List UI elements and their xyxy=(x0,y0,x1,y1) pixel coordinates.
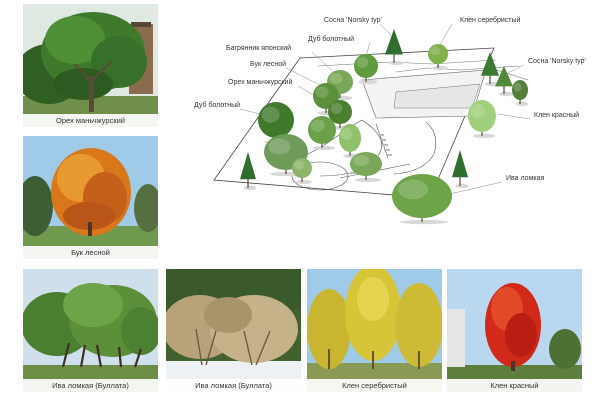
tree-symbol xyxy=(392,174,452,225)
plan-label-pine-1: Сосна 'Norsky typ' xyxy=(324,17,382,24)
tree-symbol xyxy=(240,152,257,191)
photo-card-crack-willow-2: Ива ломкая (Буллата) xyxy=(166,269,301,392)
tree-symbol xyxy=(292,158,312,185)
plan-label-crack-willow: Ива ломкая xyxy=(506,175,544,182)
plan-label-swamp-oak-1: Дуб болотный xyxy=(308,35,354,43)
tree-symbol xyxy=(452,150,469,189)
photo-caption: Ива ломкая (Буллата) xyxy=(166,379,301,392)
plan-labels: Сосна 'Norsky typ' Клен серебристый Дуб … xyxy=(194,16,586,182)
garden-paths xyxy=(291,119,437,191)
photo-card-silver-maple: Клен серебристый xyxy=(307,269,442,392)
tree-symbol xyxy=(328,100,352,131)
photo-caption: Клен серебристый xyxy=(307,379,442,392)
photo-caption: Ива ломкая (Буллата) xyxy=(23,379,158,392)
manchurian-walnut-photo xyxy=(23,4,158,127)
photo-card-european-beech: Бук лесной xyxy=(23,136,158,259)
photo-card-manchurian-walnut: Орех маньчжурский xyxy=(23,4,158,127)
leader-line xyxy=(505,64,525,75)
plan-label-silver-maple: Клен серебристый xyxy=(460,16,521,24)
crack-willow-summer-photo xyxy=(23,269,158,392)
tree-symbol xyxy=(339,124,361,159)
plan-label-beech: Бук лесной xyxy=(250,60,286,68)
tree-symbol xyxy=(468,100,496,139)
plan-label-manchurian-walnut: Орех маньчжурский xyxy=(228,78,292,86)
european-beech-photo xyxy=(23,136,158,259)
tree-symbol xyxy=(495,66,514,97)
leader-line xyxy=(285,67,323,87)
tree-symbol xyxy=(512,80,529,107)
photo-card-crack-willow-1: Ива ломкая (Буллата) xyxy=(23,269,158,392)
plan-label-red-maple: Клен красный xyxy=(534,111,579,119)
tree-symbol xyxy=(385,29,404,66)
planting-plan-diagram: Сосна 'Norsky typ' Клен серебристый Дуб … xyxy=(194,16,586,225)
crack-willow-winter-photo xyxy=(166,269,301,392)
tree-symbol xyxy=(308,116,336,151)
tree-symbol xyxy=(354,54,378,85)
photo-card-red-maple: Клен красный xyxy=(447,269,582,392)
tree-symbol xyxy=(481,52,500,87)
leader-line xyxy=(437,23,453,49)
photo-caption: Клен красный xyxy=(447,379,582,392)
tree-symbols xyxy=(240,29,529,225)
tree-symbol xyxy=(428,44,448,71)
silver-maple-photo xyxy=(307,269,442,392)
plan-label-japanese-redbud: Багрянник японский xyxy=(226,44,291,52)
photo-caption: Орех маньчжурский xyxy=(23,114,158,127)
leader-line xyxy=(497,113,531,120)
tree-symbol xyxy=(350,152,382,183)
plan-label-swamp-oak-2: Дуб болотный xyxy=(194,101,240,109)
red-maple-photo xyxy=(447,269,582,392)
photo-caption: Бук лесной xyxy=(23,246,158,259)
plan-label-pine-2: Сосна 'Norsky typ' xyxy=(528,58,586,65)
